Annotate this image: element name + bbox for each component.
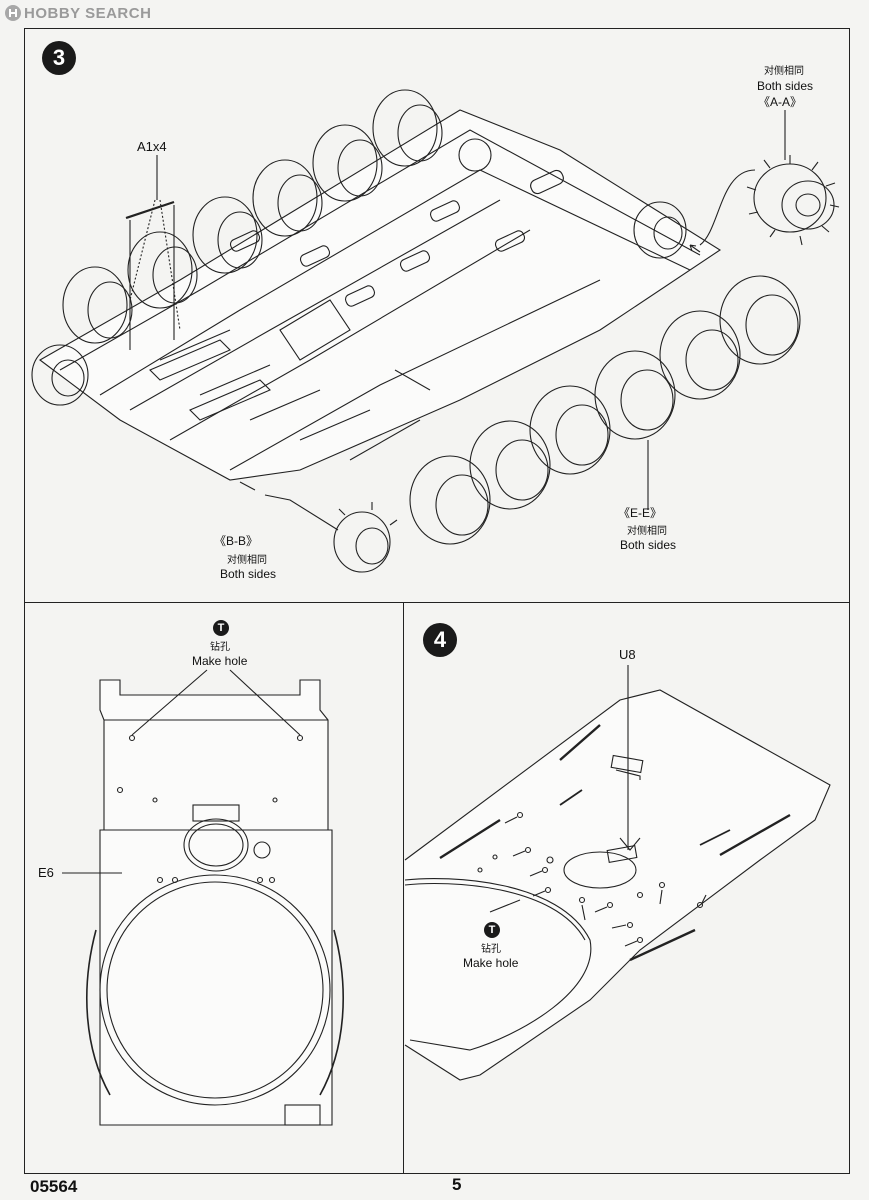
bb-both-sides: Both sides xyxy=(220,567,277,581)
part-callout-u8: U8 xyxy=(619,647,636,662)
ee-section-label: 《E-E》 xyxy=(618,506,663,520)
make-hole-label: Make hole xyxy=(463,956,519,970)
make-hole-label: Make hole xyxy=(192,654,248,668)
ee-cn-label: 对侧相同 xyxy=(627,526,667,537)
page-number: 5 xyxy=(452,1175,462,1194)
bb-section-label: 《B-B》 xyxy=(214,534,259,548)
drill-hole-cn-label: 钻孔 xyxy=(481,944,501,955)
aa-both-sides: Both sides xyxy=(757,79,814,93)
aa-cn-label: 对侧相同 xyxy=(764,66,804,77)
bb-cn-label: 对侧相同 xyxy=(227,555,267,566)
step-3-badge: 3 xyxy=(42,41,76,75)
ee-both-sides: Both sides xyxy=(620,538,677,552)
watermark-brand: HOBBY SEARCH xyxy=(24,4,152,22)
step4-panel xyxy=(403,602,850,1174)
part-callout-a1x4: A1x4 xyxy=(137,139,167,154)
aa-section-label: 《A-A》 xyxy=(758,95,803,109)
drill-hole-icon: T xyxy=(484,922,500,938)
product-code: 05564 xyxy=(30,1177,78,1196)
hobby-search-logo-icon xyxy=(5,5,21,21)
drill-hole-cn-label: 钻孔 xyxy=(210,642,230,653)
step-4-badge: 4 xyxy=(423,623,457,657)
part-callout-e6: E6 xyxy=(38,865,54,880)
watermark: HOBBY SEARCH xyxy=(4,4,151,22)
drill-hole-icon: T xyxy=(213,620,229,636)
